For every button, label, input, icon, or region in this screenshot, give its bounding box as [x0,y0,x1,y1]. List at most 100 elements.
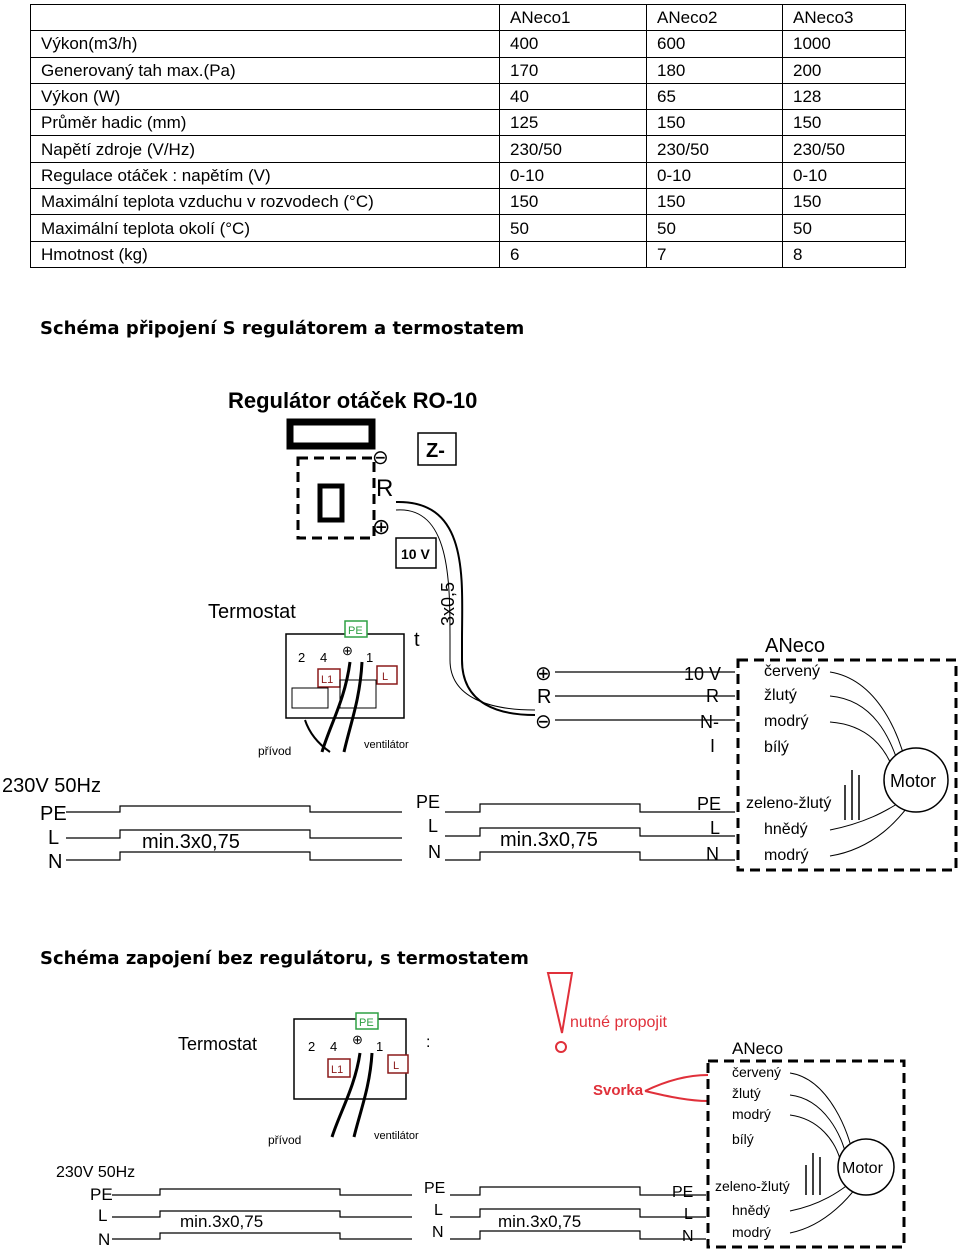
table-cell: 50 [499,214,647,242]
diagram-line [644,1090,709,1102]
l1-tag: L1 [321,674,333,686]
terminal-1b: 1 [376,1039,383,1054]
diagram-line [387,1054,409,1074]
regulator-plus-terminal: ⊕ [372,514,390,539]
cable-min-right-2: min.3x0,75 [498,1212,581,1231]
supply-pe: PE [40,803,67,825]
diagram-label: PE [359,1017,374,1029]
label-i: I [710,736,715,756]
motor-label-2: Motor [842,1160,884,1177]
wire-red: červený [764,663,820,680]
table-cell: 150 [499,188,647,216]
table-cell: Hmotnost (kg) [30,240,500,268]
privod-label: přívod [258,744,291,758]
diagram-line [450,1208,706,1218]
l-tag-2: L [393,1060,399,1072]
diagram-line [829,799,906,831]
control-cable [395,500,536,716]
wire-yellow-2: žlutý [732,1085,761,1101]
wire-brown: hnědý [764,821,808,838]
table-cell: 6 [499,240,647,268]
wire-white: bílý [764,739,789,756]
diagram-line [395,509,536,711]
terminal-2: 2 [298,650,305,665]
diagram-line [644,1074,709,1092]
mid-l: L [428,816,438,836]
table-cell: 7 [646,240,783,268]
aneco-label-2: ANeco [732,1039,783,1058]
table-cell: 400 [499,30,647,58]
z-minus-label: Z- [426,440,445,462]
table-row: Maximální teplota vzduchu v rozvodech (°… [30,188,906,216]
diagram-line: : [426,1034,430,1051]
aneco-label: ANeco [765,635,825,657]
diagram-line [317,668,341,688]
table-cell: Maximální teplota okolí (°C) [30,214,500,242]
right-n-2: N [682,1228,694,1245]
terminal-1: 1 [366,650,373,665]
diagram-line [445,827,735,837]
table-header-cell: ANeco1 [499,3,647,32]
table-cell: 0-10 [646,161,783,190]
cable-plus-terminal: ⊕ [535,663,552,685]
table-cell: Regulace otáček : napětím (V) [30,161,500,190]
table-cell: 40 [499,82,647,111]
diagram-line [829,695,899,763]
warning-label: nutné propojit [570,1014,668,1031]
regulator-outline [296,456,376,540]
right-l: L [710,818,720,838]
cable-min-left-2: min.3x0,75 [180,1212,263,1231]
terminal-2b: 2 [308,1039,315,1054]
table-cell: 170 [499,56,647,84]
diagram-line [789,1181,853,1212]
diagram-line [555,1041,567,1053]
motor-circle [883,747,949,813]
10v-box [395,537,437,569]
terminal-4b: 4 [330,1039,337,1054]
diagram-line [330,1052,362,1138]
supply-l: L [48,827,59,849]
table-cell: 150 [782,109,906,137]
wire-green-yellow: zeleno-žlutý [746,795,831,812]
table-cell: 200 [782,56,906,84]
supply-label-2: 230V 50Hz [56,1164,135,1181]
diagram-line [829,803,911,857]
label-10v: 10 V [684,664,721,684]
table-cell: 65 [646,82,783,111]
diagram-line [450,1186,706,1196]
diagram-line [304,719,331,753]
wire-green-yellow-2: zeleno-žlutý [715,1178,790,1194]
z-minus-box [417,432,457,466]
table-cell: Napětí zdroje (V/Hz) [30,135,500,163]
table-header-cell: ANeco2 [646,3,783,32]
diagram-line [376,665,398,685]
aneco-box [736,658,958,872]
mid-pe-2: PE [424,1180,445,1197]
terminal-earth-b: ⊕ [352,1032,363,1047]
table-cell: 125 [499,109,647,137]
supply-label: 230V 50Hz [2,775,101,797]
regulator-minus-terminal: ⊖ [372,447,389,469]
table-cell: 1000 [782,30,906,58]
regulator-title: Regulátor otáček RO-10 [228,388,477,413]
diagram-line [789,1072,853,1153]
diagram-line [291,687,329,709]
diagram-line [445,803,735,813]
ventilator-label-2: ventilátor [374,1130,419,1142]
table-cell: 230/50 [782,135,906,163]
terminal-4: 4 [320,650,327,665]
pe-tag [344,620,368,638]
l1-tag-2: L1 [331,1064,343,1076]
supply-n: N [48,851,62,873]
table-cell: Výkon (W) [30,82,500,111]
regulator-display [286,418,376,450]
table-cell: 150 [782,188,906,216]
wire-yellow: žlutý [764,687,797,704]
